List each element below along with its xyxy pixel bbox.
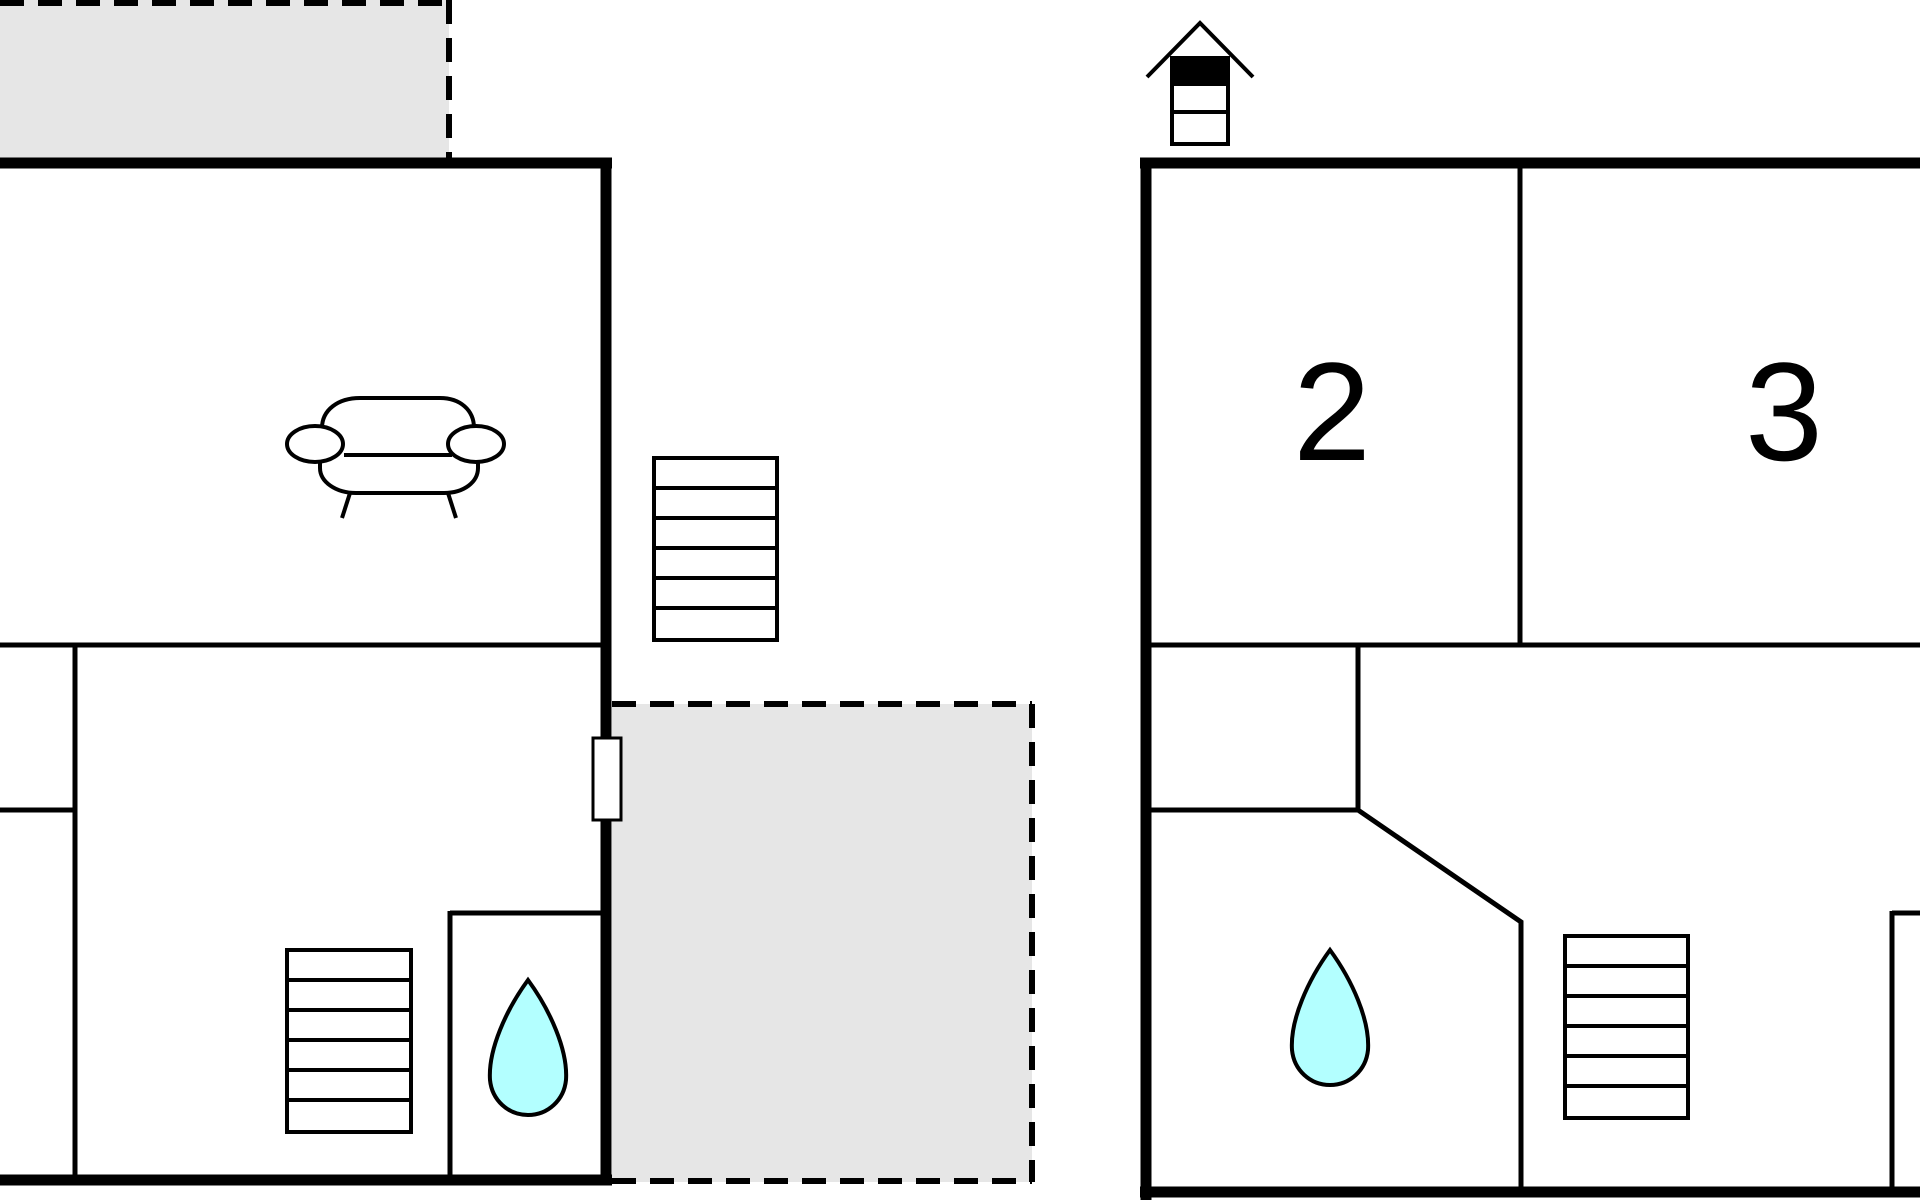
right-floor xyxy=(1140,157,1920,1200)
left-floor xyxy=(0,157,623,1186)
stairs-icon xyxy=(652,456,779,642)
terrace-middle xyxy=(612,701,1035,1184)
sofa-icon xyxy=(285,396,506,519)
terrace-top-left xyxy=(0,0,452,158)
room-label-2: 2 xyxy=(1293,333,1371,490)
water-drop-icon xyxy=(487,976,569,1118)
stairs-icon xyxy=(1563,934,1690,1120)
north-arrow-icon xyxy=(1145,20,1255,146)
door-icon xyxy=(591,736,623,822)
stairs-icon xyxy=(285,948,413,1134)
room-label-3: 3 xyxy=(1745,333,1823,490)
water-drop-icon xyxy=(1289,946,1371,1088)
